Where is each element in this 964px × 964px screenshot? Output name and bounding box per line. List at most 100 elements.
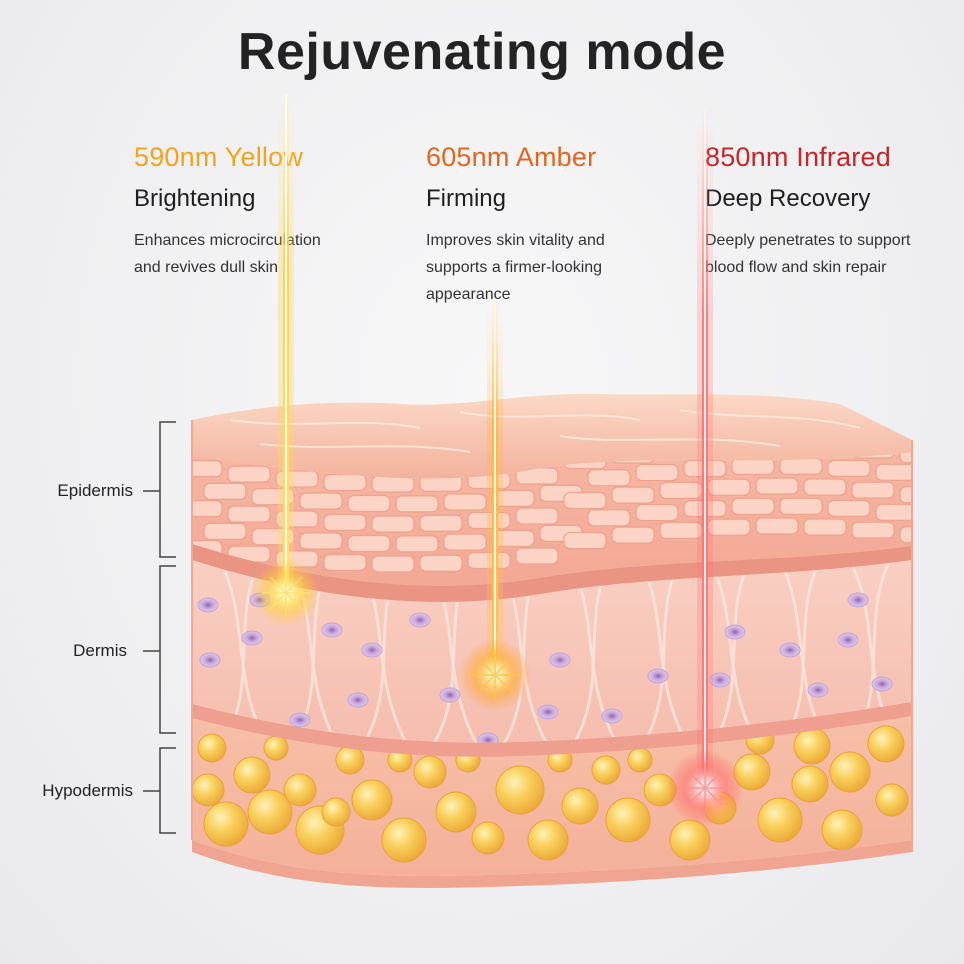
epidermis-cell	[851, 521, 895, 539]
epidermis-cell	[323, 553, 367, 572]
fat-cell	[413, 755, 447, 789]
epidermis-cell	[419, 514, 463, 532]
fibroblast-cell	[549, 652, 571, 668]
skin-surface	[191, 393, 913, 852]
fat-cell	[791, 765, 829, 803]
epidermis-cell	[323, 513, 367, 532]
wavelength-label: 605nm Amber	[426, 142, 597, 172]
dermis-bracket	[159, 565, 176, 734]
epidermis-cell	[203, 522, 247, 540]
epidermis-label: Epidermis	[57, 481, 133, 500]
epidermis-cell	[347, 494, 391, 513]
epidermis-cell	[827, 459, 871, 477]
fat-cell	[192, 773, 225, 807]
epidermis-cell	[371, 555, 415, 573]
fibroblast-cell	[601, 708, 623, 724]
fibroblast-cell	[321, 622, 343, 638]
epidermis-cell	[611, 526, 655, 544]
epidermis-cell	[419, 554, 463, 572]
fat-cell	[669, 819, 711, 861]
fibroblast-cell	[647, 668, 669, 684]
epidermis-cell	[635, 463, 679, 482]
epidermis-cell	[371, 475, 415, 493]
epidermis-cell	[347, 534, 391, 553]
fibroblast-cell	[847, 592, 869, 608]
fat-cell	[471, 821, 505, 855]
epidermis-cell	[611, 486, 655, 504]
fat-cell	[263, 735, 289, 761]
epidermis-cell	[635, 503, 679, 522]
epidermis-cell	[659, 521, 703, 539]
mode-description: Enhances microcirculation and revives du…	[134, 232, 321, 276]
fat-cell	[203, 801, 249, 847]
epidermis-cell	[299, 492, 343, 510]
fat-cell	[527, 819, 569, 861]
yellow-light-beam	[252, 95, 320, 627]
epidermis-cell	[731, 497, 775, 515]
wavelength-label: 850nm Infrared	[705, 142, 891, 172]
fibroblast-cell	[779, 642, 801, 658]
fibroblast-cell	[199, 652, 221, 668]
fibroblast-cell	[871, 676, 893, 692]
fibroblast-cell	[537, 704, 559, 720]
epidermis-cell	[731, 457, 775, 475]
epidermis-cell	[203, 482, 247, 500]
fibroblast-cell	[439, 687, 461, 703]
fat-cell	[867, 725, 905, 763]
epidermis-cell	[227, 465, 271, 483]
fat-cell	[321, 797, 351, 827]
epidermis-cell	[899, 452, 912, 464]
fibroblast-cell	[724, 624, 746, 640]
mode-heading: Deep Recovery	[705, 185, 871, 212]
epidermis-cell	[371, 515, 415, 533]
epidermis-cell	[515, 547, 559, 565]
epidermis-cell	[395, 535, 439, 553]
fibroblast-cell	[361, 642, 383, 658]
epidermis-cell	[779, 497, 823, 515]
epidermis-cell	[299, 532, 343, 550]
epidermis-cell	[899, 486, 912, 504]
epidermis-cell	[323, 473, 367, 492]
fibroblast-cell	[241, 630, 263, 646]
mode-amber: 605nm Amber Firming Improves skin vitali…	[426, 142, 686, 308]
epidermis-cell	[563, 531, 607, 550]
layer-brackets	[143, 421, 176, 834]
epidermis-cell	[395, 495, 439, 513]
fibroblast-cell	[347, 692, 369, 708]
fat-cell	[435, 791, 477, 833]
epidermis-cell	[875, 503, 912, 521]
mode-description: Improves skin vitality and supports a fi…	[426, 232, 605, 303]
epidermis-cell	[827, 499, 871, 517]
fibroblast-cell	[289, 712, 311, 728]
epidermis-cell	[899, 526, 912, 544]
amber-light-beam	[459, 300, 531, 711]
epidermis-cell	[924, 469, 964, 485]
fat-cell	[627, 747, 653, 773]
epidermis-cell	[875, 463, 912, 481]
fat-cell	[875, 783, 909, 817]
hypodermis-bracket	[159, 747, 176, 834]
epidermis-bracket	[159, 421, 176, 558]
mode-infrared: 850nm Infrared Deep Recovery Deeply pene…	[705, 142, 964, 281]
fat-cell	[197, 733, 227, 763]
fibroblast-cell	[197, 597, 219, 613]
epidermis-cell	[707, 518, 751, 536]
dermis-label: Dermis	[73, 641, 127, 660]
epidermis-cell	[707, 478, 751, 496]
wavelength-label: 590nm Yellow	[134, 142, 304, 172]
mode-heading: Brightening	[134, 185, 256, 212]
fat-cell	[495, 765, 545, 815]
epidermis-cell	[659, 481, 703, 499]
fat-cell	[821, 809, 863, 851]
epidermis-cell	[192, 460, 223, 478]
epidermis-cell	[227, 505, 271, 523]
epidermis-cell	[755, 517, 799, 535]
epidermis-cell	[563, 491, 607, 510]
epidermis-cell	[587, 469, 631, 487]
fat-cell	[829, 751, 871, 793]
epidermis-cell	[443, 533, 487, 551]
epidermis-layer	[192, 452, 964, 602]
fibroblast-cell	[409, 612, 431, 628]
epidermis-cell	[803, 518, 847, 536]
fat-cell	[335, 745, 365, 775]
